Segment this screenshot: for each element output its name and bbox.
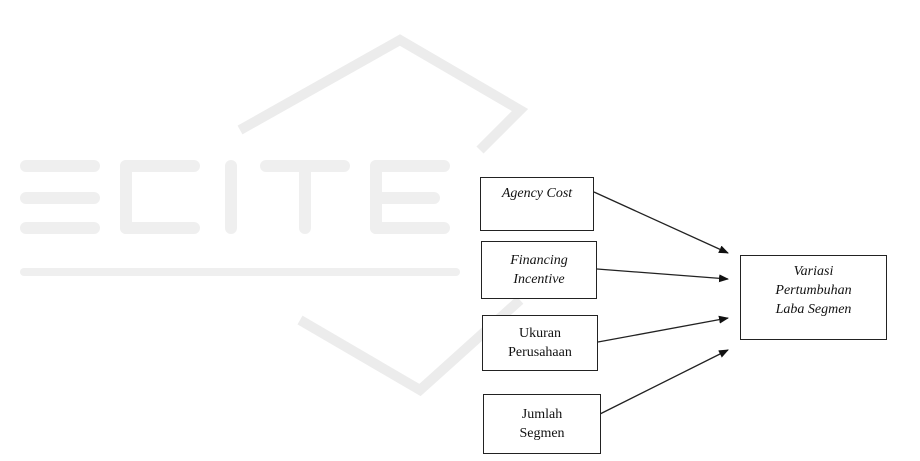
- node-label: Ukuran: [518, 326, 561, 341]
- node-label: Incentive: [513, 272, 565, 287]
- node-label: Pertumbuhan: [775, 283, 852, 298]
- arrow-ukuran-perusahaan: [597, 315, 729, 343]
- node-label: Segmen: [519, 426, 565, 441]
- node-label: Variasi: [793, 264, 834, 279]
- node-label: Perusahaan: [508, 345, 572, 360]
- node-agency-cost: Agency Cost: [480, 177, 594, 231]
- node-label: Financing: [510, 253, 568, 268]
- node-label: Laba Segmen: [775, 302, 852, 317]
- node-label: Agency Cost: [501, 186, 573, 201]
- arrow-financing-incentive: [596, 268, 729, 283]
- arrow-agency-cost: [593, 191, 729, 254]
- node-label: Jumlah: [521, 407, 563, 422]
- arrow-jumlah-segmen: [599, 349, 729, 415]
- watermark-lettering-shapes: [20, 160, 460, 276]
